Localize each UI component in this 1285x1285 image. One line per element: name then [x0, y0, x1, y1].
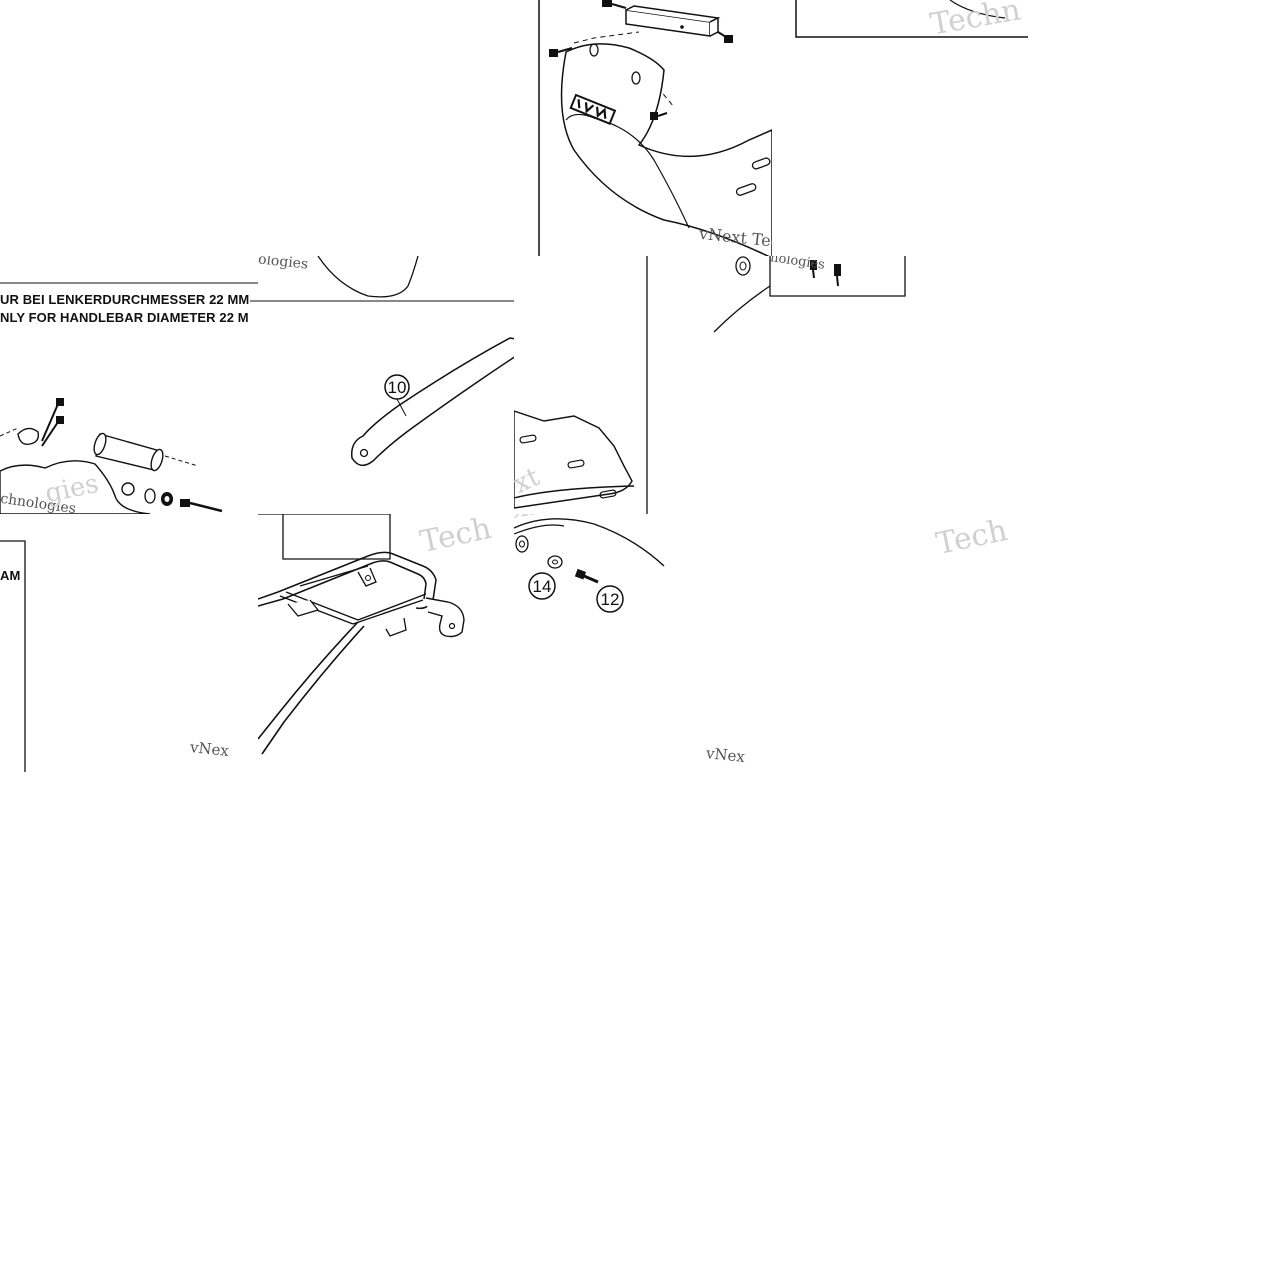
- bolt-icon: [834, 264, 841, 287]
- diagram-tile-rack: Tech: [258, 514, 516, 772]
- bolt-icon: [574, 568, 599, 584]
- diagram-tile-left-lower: AM vNex: [0, 514, 258, 772]
- fender-callout-drawing: 14 12: [514, 518, 665, 613]
- bolt-icon: [549, 47, 573, 57]
- plate-holder-drawing: [538, 0, 772, 258]
- rack-plate-drawing: [514, 256, 648, 514]
- watermark-text: Tech: [933, 512, 1011, 563]
- bolt-icon: [650, 112, 668, 120]
- callout-14: 14: [528, 572, 556, 600]
- luggage-rack-drawing: [258, 514, 465, 755]
- handlebar-mount-drawing: [0, 282, 258, 514]
- frame-fragment: [795, 0, 1028, 38]
- svg-text:10: 10: [388, 378, 407, 397]
- bolt-icon: [180, 499, 223, 513]
- ktm-logo-icon: [569, 93, 617, 126]
- diagram-tile-strut: 10 ologies: [258, 256, 516, 514]
- diagram-tile-rack-plate: xt: [514, 256, 652, 514]
- svg-text:12: 12: [601, 590, 620, 609]
- bolt-icon: [717, 31, 733, 43]
- note-line-german: UR BEI LENKERDURCHMESSER 22 MM: [0, 292, 250, 307]
- diagram-tile-fender-callouts: 14 12 vNex chnologies: [514, 514, 772, 772]
- bolt-icon: [41, 416, 64, 447]
- diagram-tile-handlebar: UR BEI LENKERDURCHMESSER 22 MM NLY FOR H…: [0, 256, 258, 514]
- rack-strut-drawing: 10: [258, 256, 516, 467]
- fender-fragment: [713, 256, 906, 333]
- diagram-tile-right-fragment: nologies: [710, 256, 910, 336]
- callout-10: 10: [384, 374, 410, 400]
- diagram-tile-plate-holder: vNext Tec: [514, 0, 772, 258]
- note-fragment: AM: [0, 568, 21, 583]
- bolt-icon: [810, 260, 817, 279]
- diagram-tile-top-right: Techn: [770, 0, 1028, 40]
- note-line-english: NLY FOR HANDLEBAR DIAMETER 22 M: [0, 310, 249, 325]
- frame-fragment: [0, 540, 26, 772]
- callout-12: 12: [596, 585, 624, 613]
- bolt-icon: [602, 0, 627, 9]
- svg-text:14: 14: [533, 577, 552, 596]
- bolt-icon: [41, 398, 64, 442]
